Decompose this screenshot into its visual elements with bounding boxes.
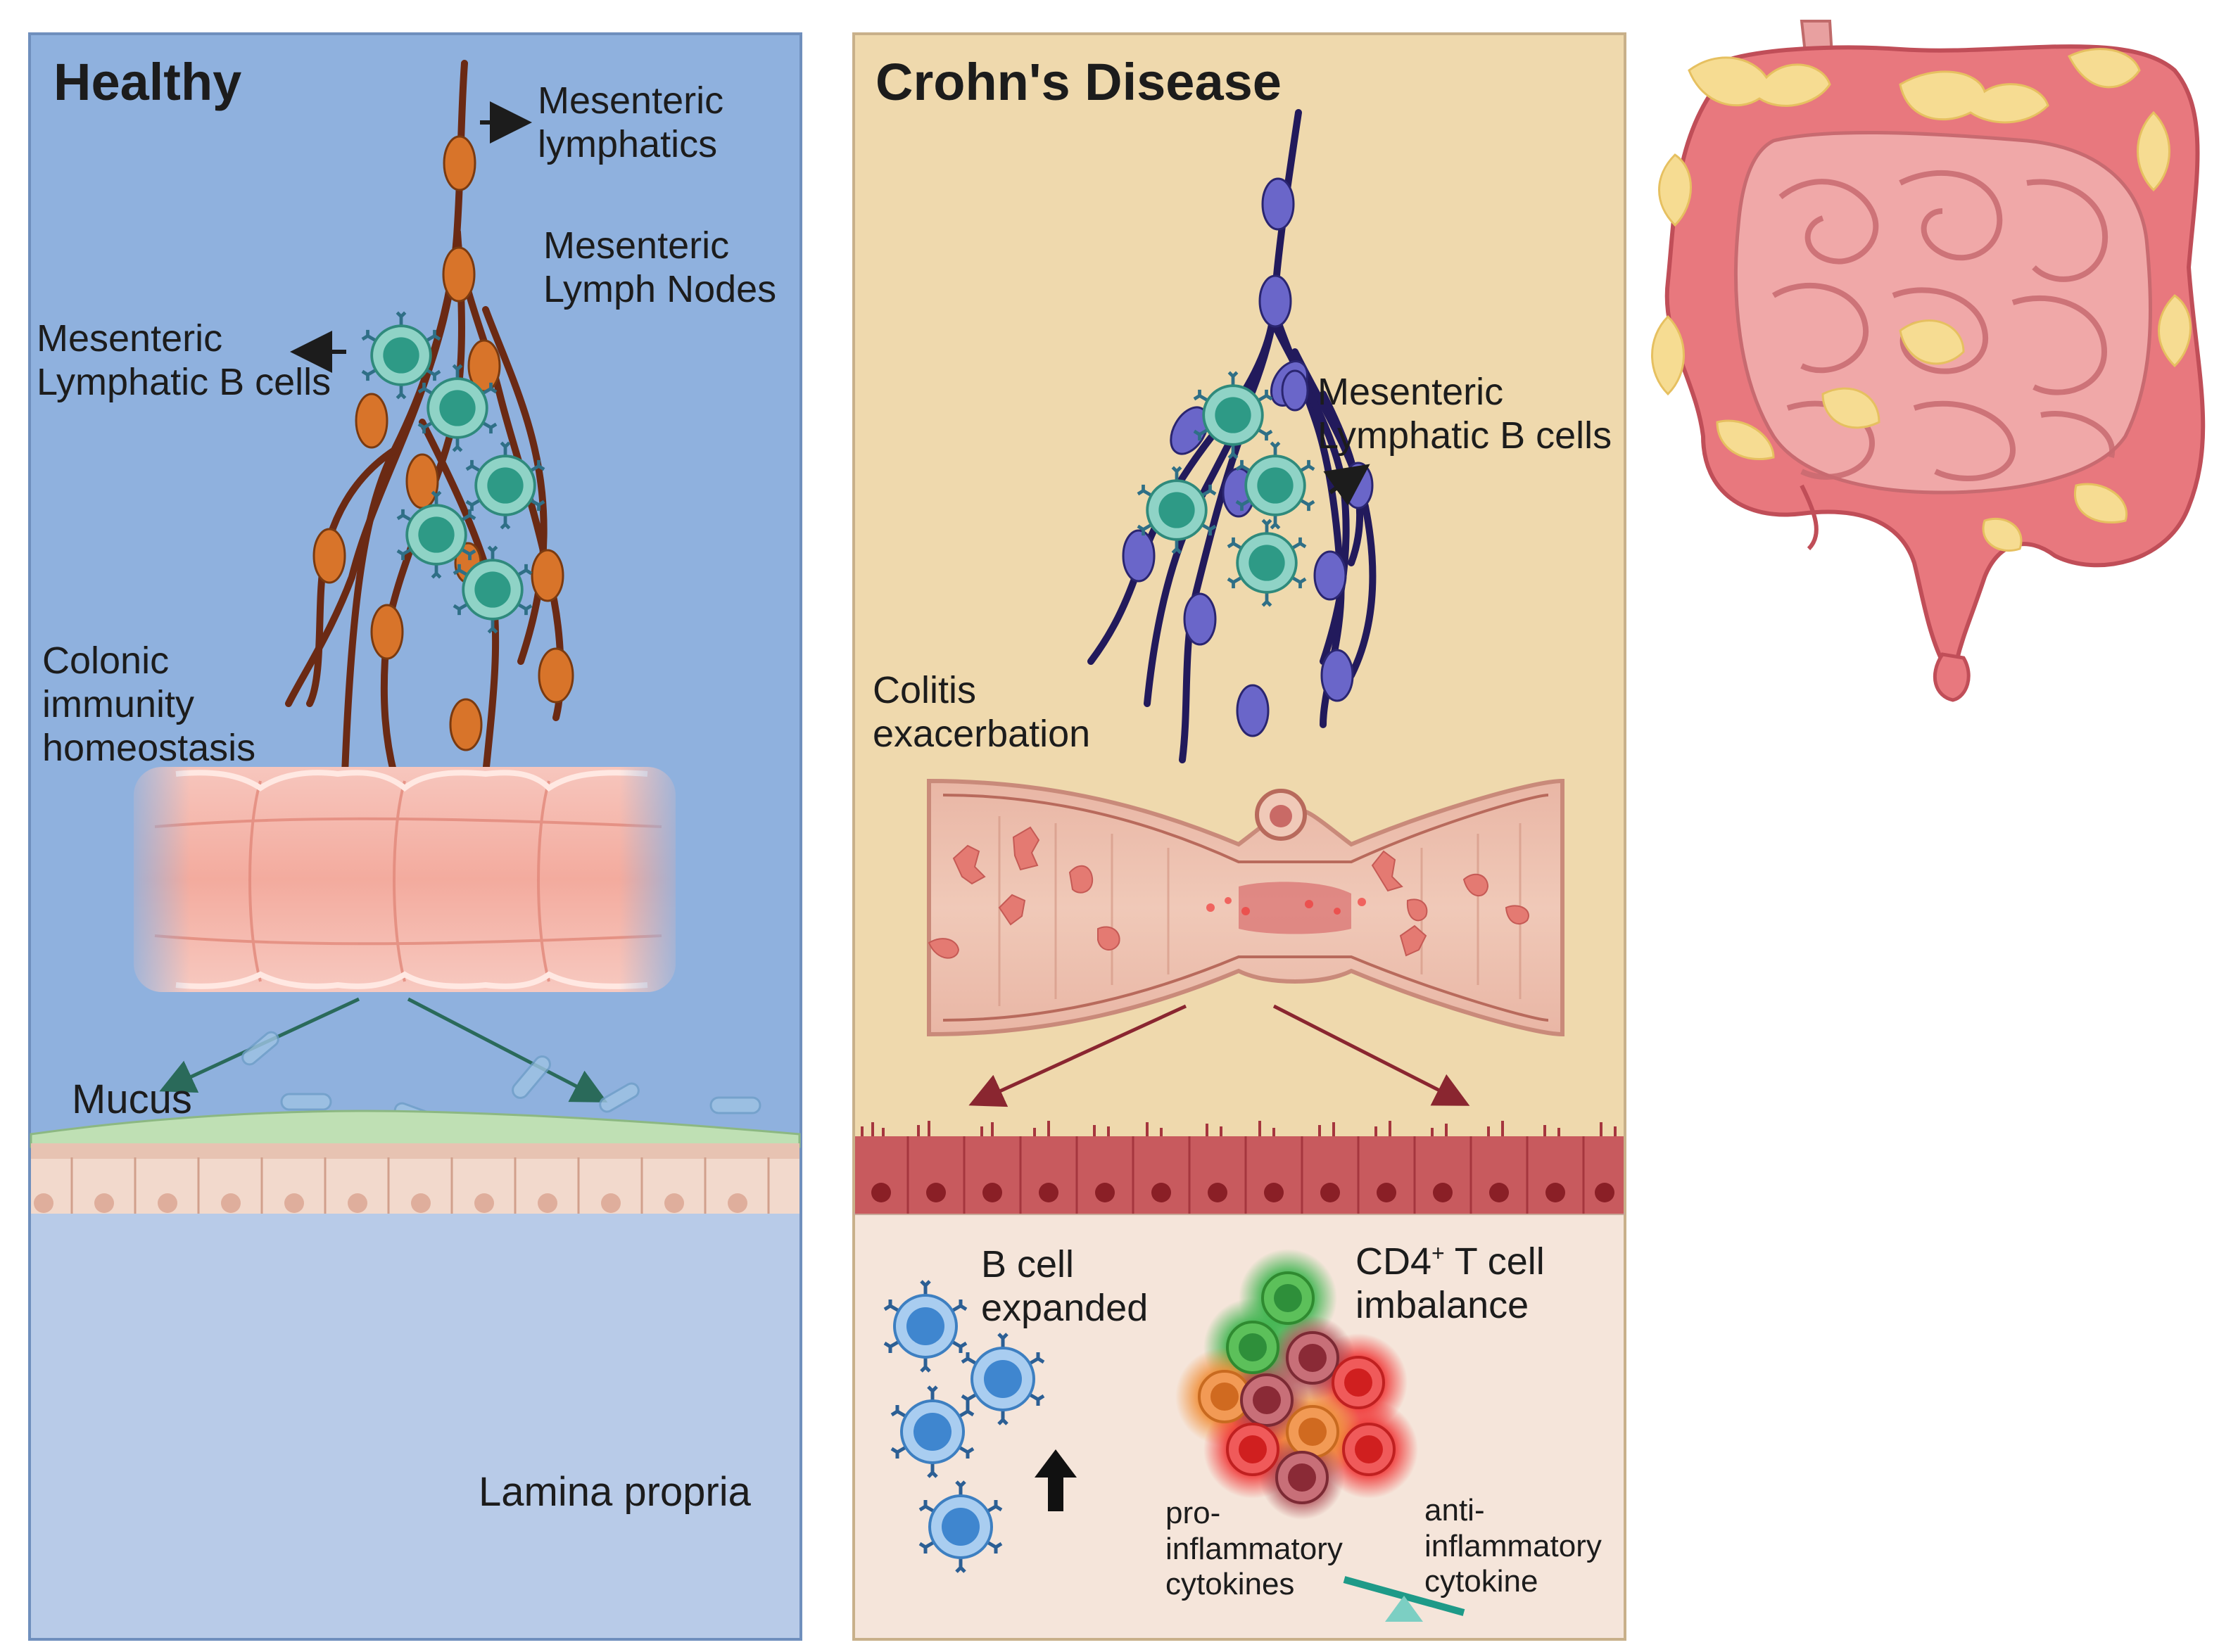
colon-segment-icon bbox=[120, 760, 690, 999]
colonic-homeostasis-label: Colonic immunity homeostasis bbox=[42, 640, 256, 770]
anti-inflammatory-label: anti- inflammatory cytokine bbox=[1424, 1493, 1602, 1599]
pro-inflammatory-label: pro- inflammatory cytokines bbox=[1165, 1496, 1343, 1602]
lymph-nodes-crohns bbox=[1122, 177, 1374, 737]
epithelium-icon bbox=[31, 1143, 799, 1214]
mucus-label: Mucus bbox=[72, 1076, 192, 1122]
balance-scale-icon bbox=[1343, 1576, 1465, 1622]
crohns-title: Crohn's Disease bbox=[875, 53, 1282, 111]
healthy-lymphatic-b-cells-label: Mesenteric Lymphatic B cells bbox=[37, 317, 331, 404]
mesenteric-lymphatics-label: Mesenteric lymphatics bbox=[538, 80, 724, 166]
colon-segment-icon bbox=[927, 778, 1564, 1037]
epithelium-icon bbox=[855, 1121, 1624, 1214]
healthy-title: Healthy bbox=[53, 53, 242, 111]
mesenteric-lymph-nodes-label: Mesenteric Lymph Nodes bbox=[543, 224, 777, 311]
colitis-label: Colitis exacerbation bbox=[873, 669, 1091, 756]
healthy-panel bbox=[28, 32, 802, 1641]
intestine-icon bbox=[1651, 20, 2206, 702]
cd4-t-cell-label: CD4+ T cell imbalance bbox=[1355, 1240, 1545, 1327]
b-cell-expanded-label: B cell expanded bbox=[981, 1243, 1149, 1330]
crohns-lymphatic-b-cells-label: Mesenteric Lymphatic B cells bbox=[1317, 371, 1612, 457]
up-arrow-icon bbox=[1035, 1449, 1077, 1511]
t-cell-icon bbox=[1175, 1249, 1418, 1520]
mucus-layer bbox=[30, 1110, 801, 1148]
lamina-propria-label: Lamina propria bbox=[479, 1469, 751, 1515]
